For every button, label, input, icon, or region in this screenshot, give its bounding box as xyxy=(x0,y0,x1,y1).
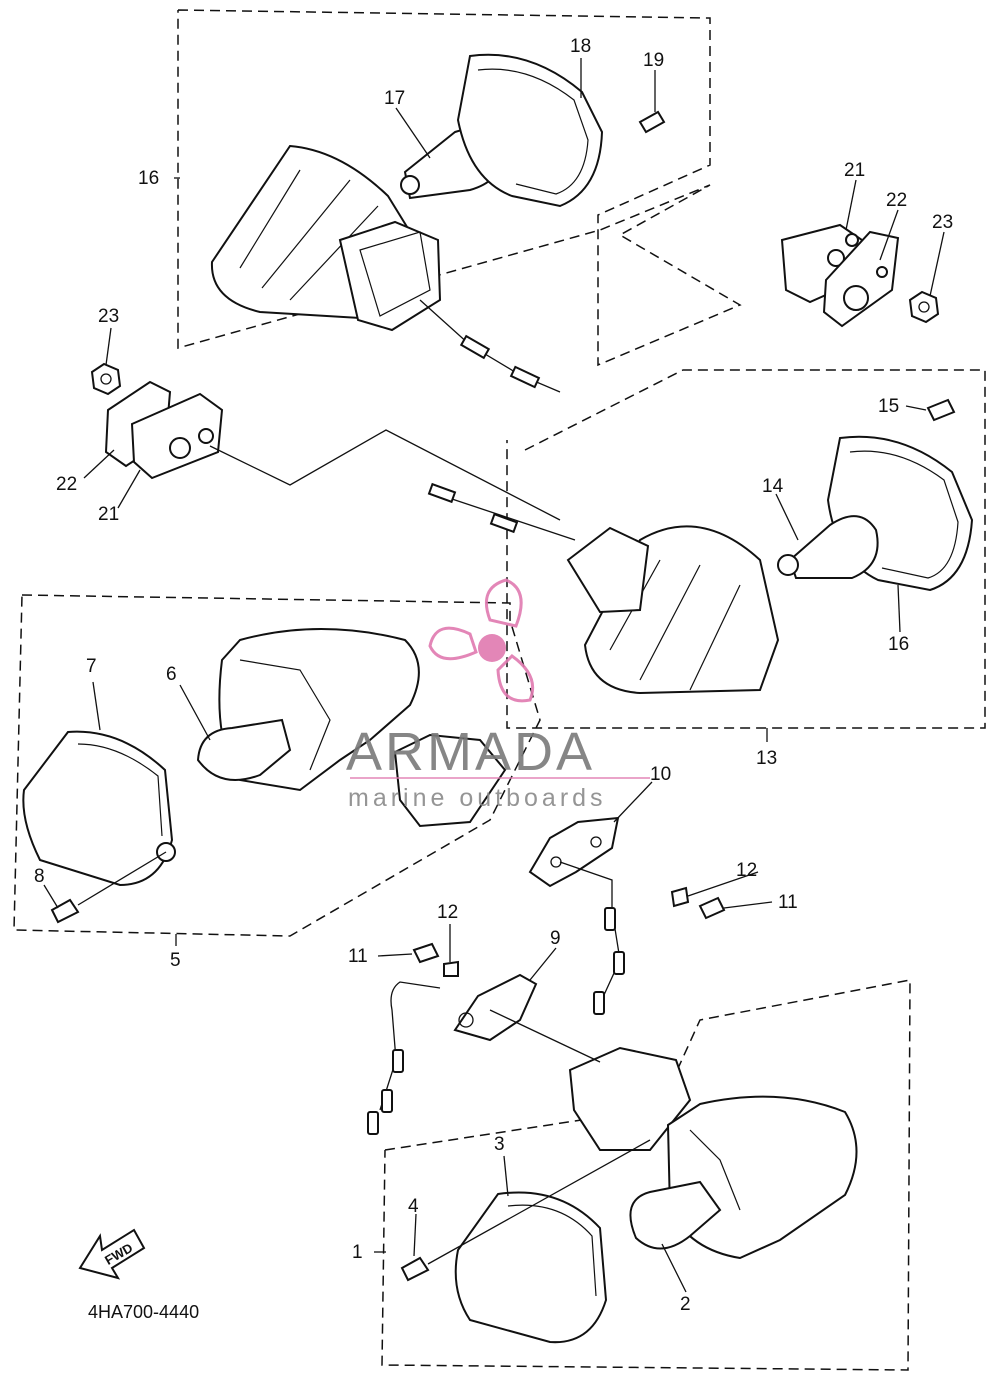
diagram-code: 4HA700-4440 xyxy=(88,1302,199,1322)
screw-11-upper xyxy=(698,896,726,920)
watermark-brand: ARMADA xyxy=(346,722,595,782)
callout-8: 8 xyxy=(34,866,45,887)
plate-22-right xyxy=(822,230,900,328)
assembly-17 xyxy=(177,9,940,393)
callout-16: 15 xyxy=(878,396,899,417)
screw-11-lower xyxy=(412,942,440,964)
bracket-set-left xyxy=(90,362,561,521)
lamp-neck-13 xyxy=(566,526,650,614)
watermark: ARMADA marine outboards xyxy=(346,578,650,812)
lamp-neck-5 xyxy=(393,733,507,828)
assembly-5 xyxy=(13,594,726,1015)
callout-9: 9 xyxy=(550,928,561,949)
callout-3: 3 xyxy=(494,1134,505,1155)
nut-23-left xyxy=(90,362,122,396)
group-13-outline xyxy=(506,369,986,729)
callout-10: 10 xyxy=(650,764,671,785)
propeller-logo-icon xyxy=(428,578,535,703)
callout-2: 2 xyxy=(680,1294,691,1315)
watermark-tagline: marine outboards xyxy=(348,784,607,812)
callout-23-right: 23 xyxy=(932,212,953,233)
group-17-outline xyxy=(177,9,742,367)
assembly-1 xyxy=(367,942,911,1371)
screw-16 xyxy=(926,398,956,422)
bulb-14 xyxy=(788,515,879,579)
lens-3 xyxy=(454,1191,608,1344)
callout-1: 1 xyxy=(352,1242,363,1263)
callout-13: 13 xyxy=(756,748,777,769)
lens-7 xyxy=(22,730,174,887)
leader-lines xyxy=(43,58,945,1293)
callout-11-upper: 11 xyxy=(778,892,798,913)
bulb-2 xyxy=(629,1180,722,1250)
bracket-10 xyxy=(528,816,620,888)
callout-20: 19 xyxy=(643,50,664,71)
fwd-arrow-icon: FWD xyxy=(78,1228,146,1280)
callout-17: 16 xyxy=(138,168,159,189)
callout-4: 4 xyxy=(408,1196,419,1217)
callout-22-right: 22 xyxy=(886,190,907,211)
screw-8 xyxy=(50,898,80,924)
nut-23-right xyxy=(908,290,940,324)
bracket-9 xyxy=(453,973,538,1042)
lamp-housing-1 xyxy=(666,1095,858,1260)
screw-4 xyxy=(400,1256,430,1282)
callout-15: 16 xyxy=(888,634,909,655)
callout-5: 5 xyxy=(170,950,181,971)
callout-6: 6 xyxy=(166,664,177,685)
callout-12-lower: 12 xyxy=(437,902,458,923)
callout-7: 7 xyxy=(86,656,97,677)
callout-21-left: 21 xyxy=(98,504,119,525)
lens-19 xyxy=(456,53,604,208)
bulb-6 xyxy=(196,718,292,781)
callout-23-left: 23 xyxy=(98,306,119,327)
callout-11-lower: 11 xyxy=(348,946,368,967)
screw-20 xyxy=(638,110,666,134)
bracket-21-left xyxy=(130,392,224,480)
callout-12-upper: 12 xyxy=(736,860,757,881)
callout-labels: 16 17 18 19 21 22 23 23 22 21 15 14 16 1… xyxy=(34,36,953,1315)
group-5-outline xyxy=(13,594,541,937)
callout-14: 14 xyxy=(762,476,784,497)
callout-22-left: 22 xyxy=(56,474,77,495)
callout-19: 18 xyxy=(570,36,591,57)
callout-21-right: 21 xyxy=(844,160,865,181)
assembly-13 xyxy=(427,369,986,729)
callout-18: 17 xyxy=(384,88,405,109)
nut-12-upper xyxy=(670,886,690,908)
nut-12-lower xyxy=(443,960,459,977)
